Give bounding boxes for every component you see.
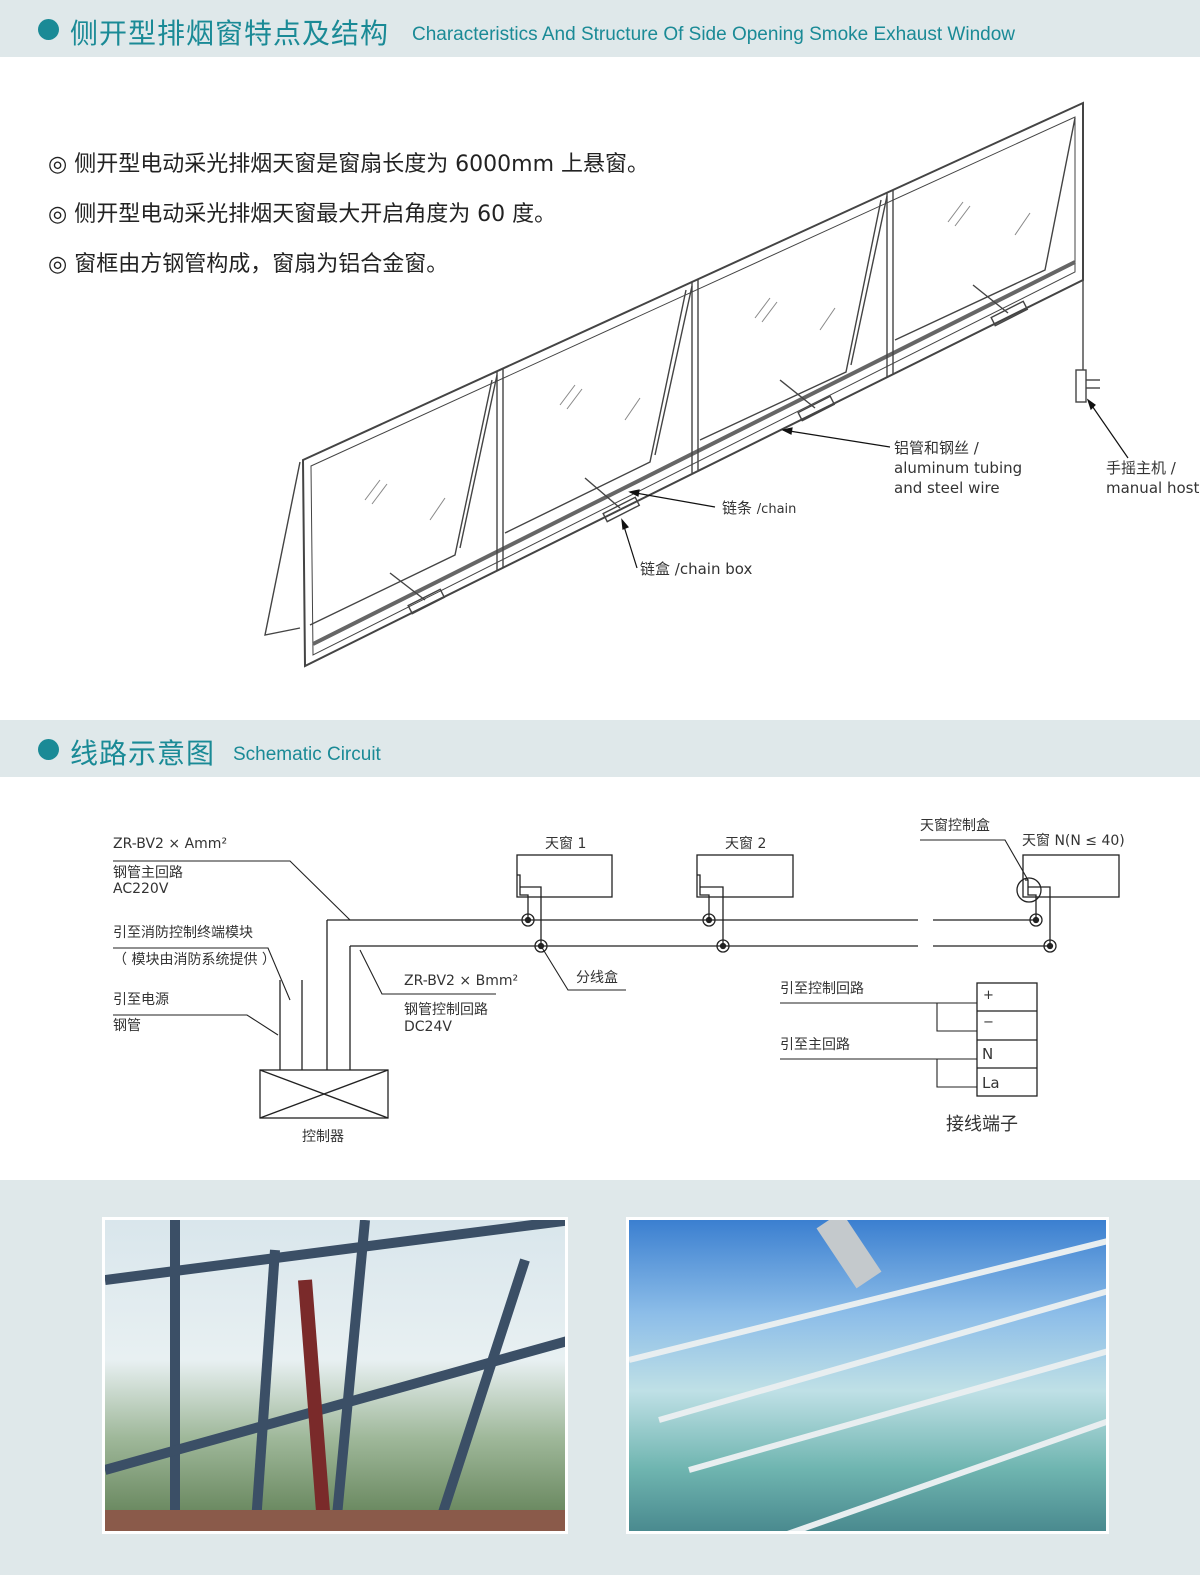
photo-gallery: [0, 1180, 1200, 1575]
label-skylight-2: 天窗 2: [725, 836, 767, 852]
label-terminal: 接线端子: [946, 1114, 1018, 1135]
section-title-zh: 线路示意图: [70, 737, 216, 770]
junction-nodes: [521, 913, 1057, 953]
terminal-n: N: [982, 1045, 994, 1063]
terminal-minus: −: [983, 1015, 994, 1030]
sash: [264, 461, 301, 636]
section-title-zh: 侧开型排烟窗特点及结构: [70, 17, 390, 50]
chain-boxes: [389, 284, 1029, 615]
section-title-en: Characteristics And Structure Of Side Op…: [412, 24, 1015, 45]
photo-skylight-open: [626, 1217, 1109, 1534]
label-skylight-n: 天窗 N(N ≤ 40): [1022, 833, 1125, 849]
terminal-block: [976, 982, 1038, 1097]
feature-bullet: ◎ 侧开型电动采光排烟天窗最大开启角度为 60 度。: [48, 202, 557, 227]
terminal-plus: +: [983, 988, 994, 1003]
skylight-2-box: [696, 854, 794, 898]
manual-host-icon: [1075, 369, 1087, 403]
label-fire-module: 引至消防控制终端模块: [113, 925, 253, 941]
label-main-cable: ZR-BV2 × Amm²: [113, 836, 228, 852]
label-junction-box: 分线盒: [576, 970, 618, 986]
feature-bullet: ◎ 侧开型电动采光排烟天窗是窗扇长度为 6000mm 上悬窗。: [48, 152, 650, 177]
label-fire-module-note: （ 模块由消防系统提供 ）: [113, 952, 276, 968]
label-chain-box: 链盒 /chain box: [640, 560, 753, 578]
label-to-main-circuit: 引至主回路: [780, 1037, 850, 1053]
section-header-structure: 侧开型排烟窗特点及结构 Characteristics And Structur…: [0, 0, 1200, 57]
label-chain: 链条 /chain: [722, 499, 797, 517]
section-header-circuit: 线路示意图 Schematic Circuit: [0, 720, 1200, 777]
controller-box: [259, 1069, 389, 1119]
label-skylight-control-box: 天窗控制盒: [920, 818, 990, 834]
label-main-voltage: AC220V: [113, 881, 169, 897]
label-to-control-circuit: 引至控制回路: [780, 981, 864, 997]
label-steel-pipe: 钢管: [113, 1018, 141, 1034]
section-title-en: Schematic Circuit: [233, 744, 381, 765]
label-ctrl-voltage: DC24V: [404, 1019, 452, 1035]
label-controller: 控制器: [302, 1129, 344, 1145]
label-manual-host: 手摇主机 /manual host: [1106, 459, 1200, 497]
feature-bullet: ◎ 窗框由方钢管构成，窗扇为铝合金窗。: [48, 252, 449, 277]
bullet-dot-icon: [38, 19, 59, 40]
window-structure-diagram: [264, 101, 1129, 668]
label-main-pipe: 钢管主回路: [113, 865, 183, 881]
label-power: 引至电源: [113, 992, 169, 1008]
schematic-circuit-diagram: [113, 839, 1120, 1119]
skylight-1-box: [516, 854, 613, 898]
label-ctrl-pipe: 钢管控制回路: [404, 1002, 488, 1018]
label-skylight-1: 天窗 1: [545, 836, 587, 852]
label-ctrl-cable: ZR-BV2 × Bmm²: [404, 973, 519, 989]
bullet-dot-icon: [38, 739, 59, 760]
terminal-la: La: [982, 1074, 1000, 1092]
photo-window-actuator: [102, 1217, 568, 1534]
skylight-n-box: [1022, 854, 1120, 898]
